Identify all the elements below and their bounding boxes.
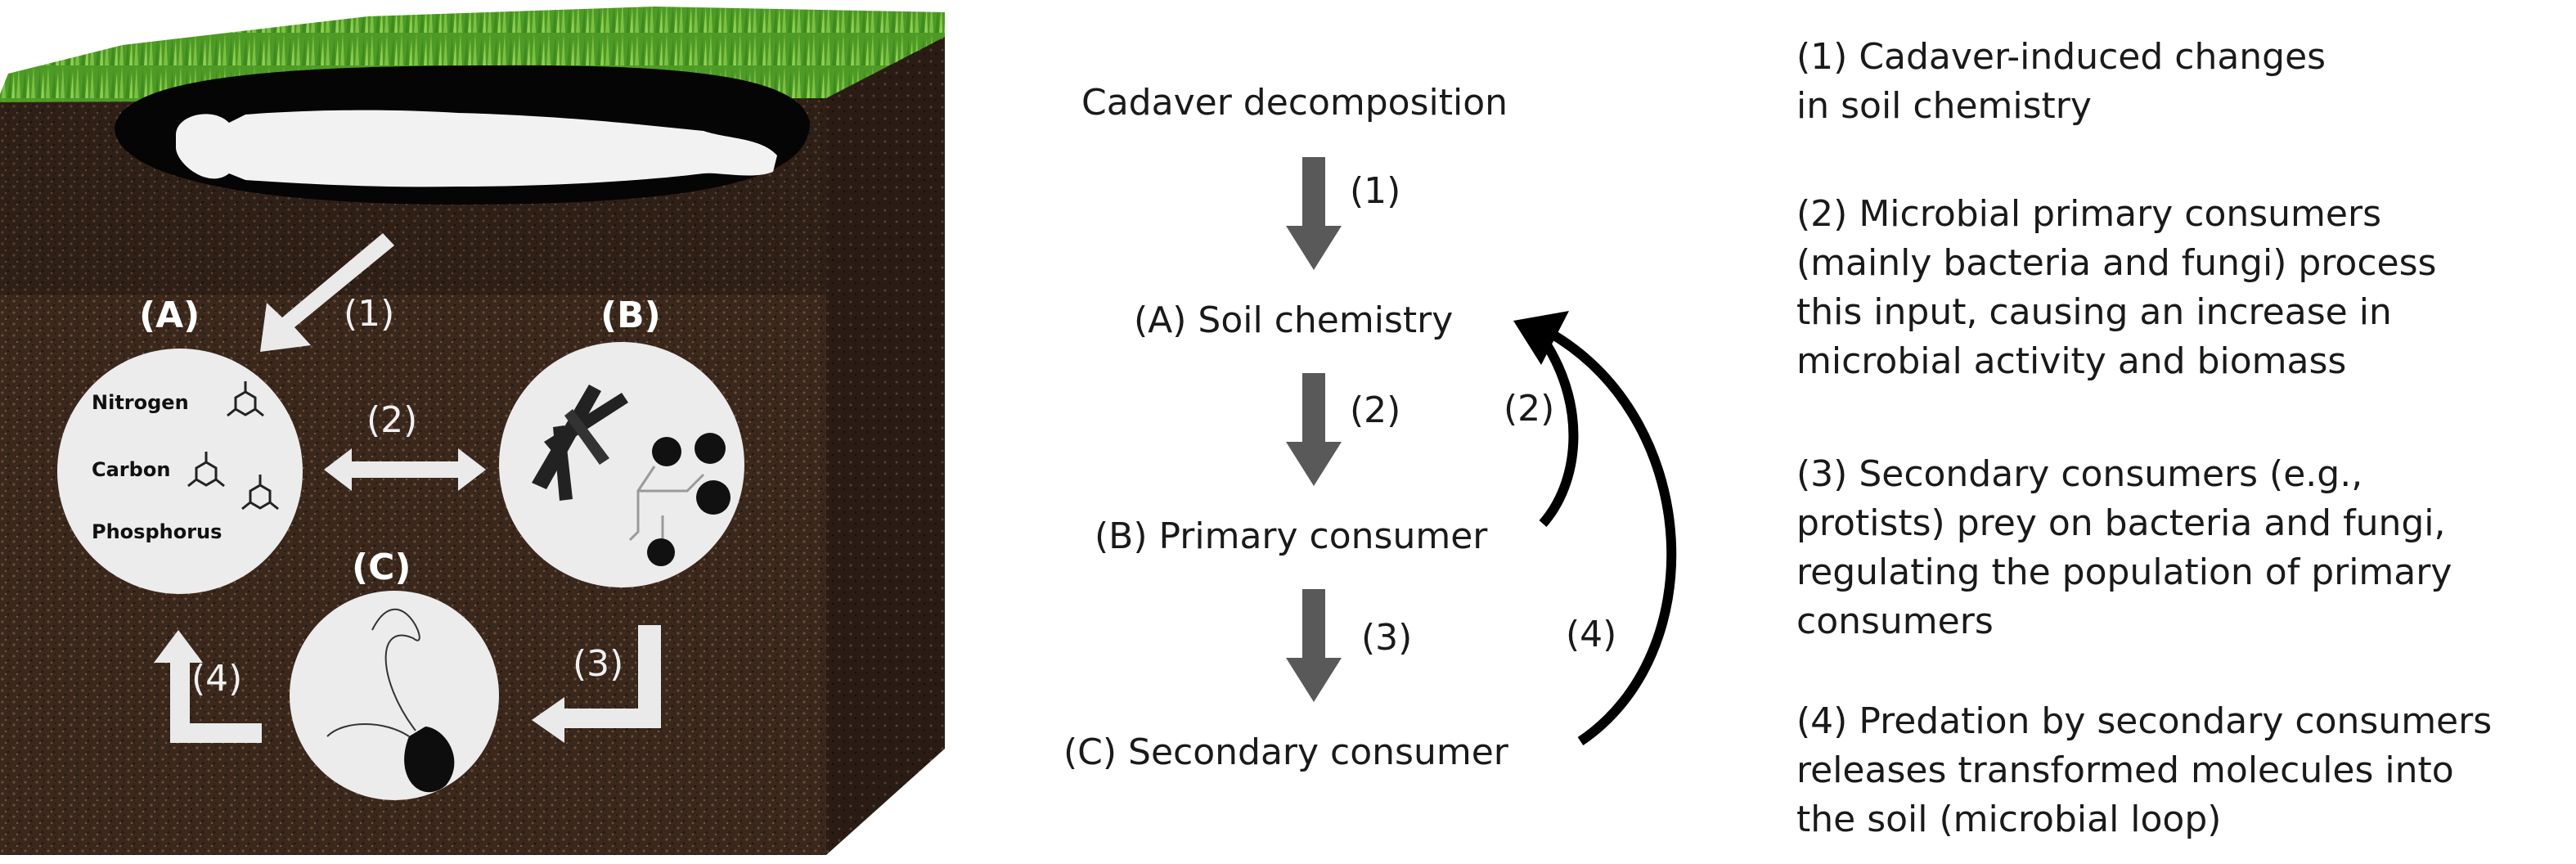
- soil-arrow-1: [260, 233, 394, 352]
- soil-arrow-2: [324, 448, 486, 491]
- carbon-label: Carbon: [92, 458, 170, 481]
- cadaver-silhouette: [176, 110, 777, 187]
- flow-step-1-label: (1): [1350, 170, 1400, 212]
- molecule-icon: [187, 381, 279, 511]
- soil-arrow-4: [154, 630, 262, 743]
- soil-arrow-4-label: (4): [191, 658, 242, 700]
- note-2: (2) Microbial primary consumers (mainly …: [1796, 190, 2565, 386]
- flow-node-a: (A) Soil chemistry: [1134, 299, 1453, 341]
- loop-4-label: (4): [1566, 614, 1616, 655]
- note-line: consumers: [1796, 601, 1994, 642]
- flow-arrow-1: [1286, 157, 1342, 270]
- note-line: (4) Predation by secondary consumers: [1796, 700, 2493, 742]
- soil-arrow-1-label: (1): [344, 293, 394, 335]
- loop-arrow-4: [1551, 331, 1677, 745]
- label-b: (B): [600, 295, 661, 336]
- note-line: releases transformed molecules into: [1796, 749, 2454, 791]
- phosphorus-label: Phosphorus: [92, 520, 222, 543]
- label-c: (C): [352, 547, 411, 588]
- note-line: (1) Cadaver-induced changes: [1796, 36, 2326, 78]
- flow-step-2-label: (2): [1350, 389, 1400, 431]
- note-3: (3) Secondary consumers (e.g., protists)…: [1796, 450, 2565, 646]
- loop-arrow-2: [1539, 340, 1579, 527]
- loop-arrow-head: [1513, 311, 1569, 365]
- note-line: regulating the population of primary: [1796, 551, 2452, 593]
- soil-arrow-2-label: (2): [366, 399, 417, 441]
- bacteria-fungi-icon: [532, 385, 731, 566]
- flow-node-b: (B) Primary consumer: [1095, 515, 1488, 557]
- flow-arrow-2: [1286, 373, 1342, 486]
- flow-node-c: (C) Secondary consumer: [1063, 731, 1509, 773]
- circle-primary-consumer: [499, 342, 744, 587]
- nitrogen-label: Nitrogen: [92, 391, 189, 414]
- flow-top-label: Cadaver decomposition: [1081, 82, 1508, 124]
- protist-icon: [326, 608, 455, 793]
- note-line: (2) Microbial primary consumers: [1796, 193, 2381, 235]
- label-a: (A): [139, 295, 200, 336]
- flow-step-3-label: (3): [1361, 617, 1412, 659]
- soil-arrow-3-label: (3): [573, 643, 623, 685]
- note-line: protists) prey on bacteria and fungi,: [1796, 502, 2446, 544]
- circle-soil-chemistry: [57, 349, 303, 594]
- note-4: (4) Predation by secondary consumers rel…: [1796, 697, 2565, 844]
- note-line: (mainly bacteria and fungi) process: [1796, 242, 2437, 284]
- note-line: (3) Secondary consumers (e.g.,: [1796, 453, 2363, 495]
- note-line: in soil chemistry: [1796, 85, 2092, 127]
- note-line: this input, causing an increase in: [1796, 291, 2392, 333]
- note-line: microbial activity and biomass: [1796, 340, 2347, 382]
- note-line: the soil (microbial loop): [1796, 799, 2222, 840]
- soil-arrow-3: [532, 625, 661, 743]
- loop-2-label: (2): [1504, 388, 1554, 430]
- soil-side-face: [826, 16, 945, 855]
- flow-arrow-3: [1286, 589, 1342, 702]
- note-1: (1) Cadaver-induced changes in soil chem…: [1796, 33, 2565, 131]
